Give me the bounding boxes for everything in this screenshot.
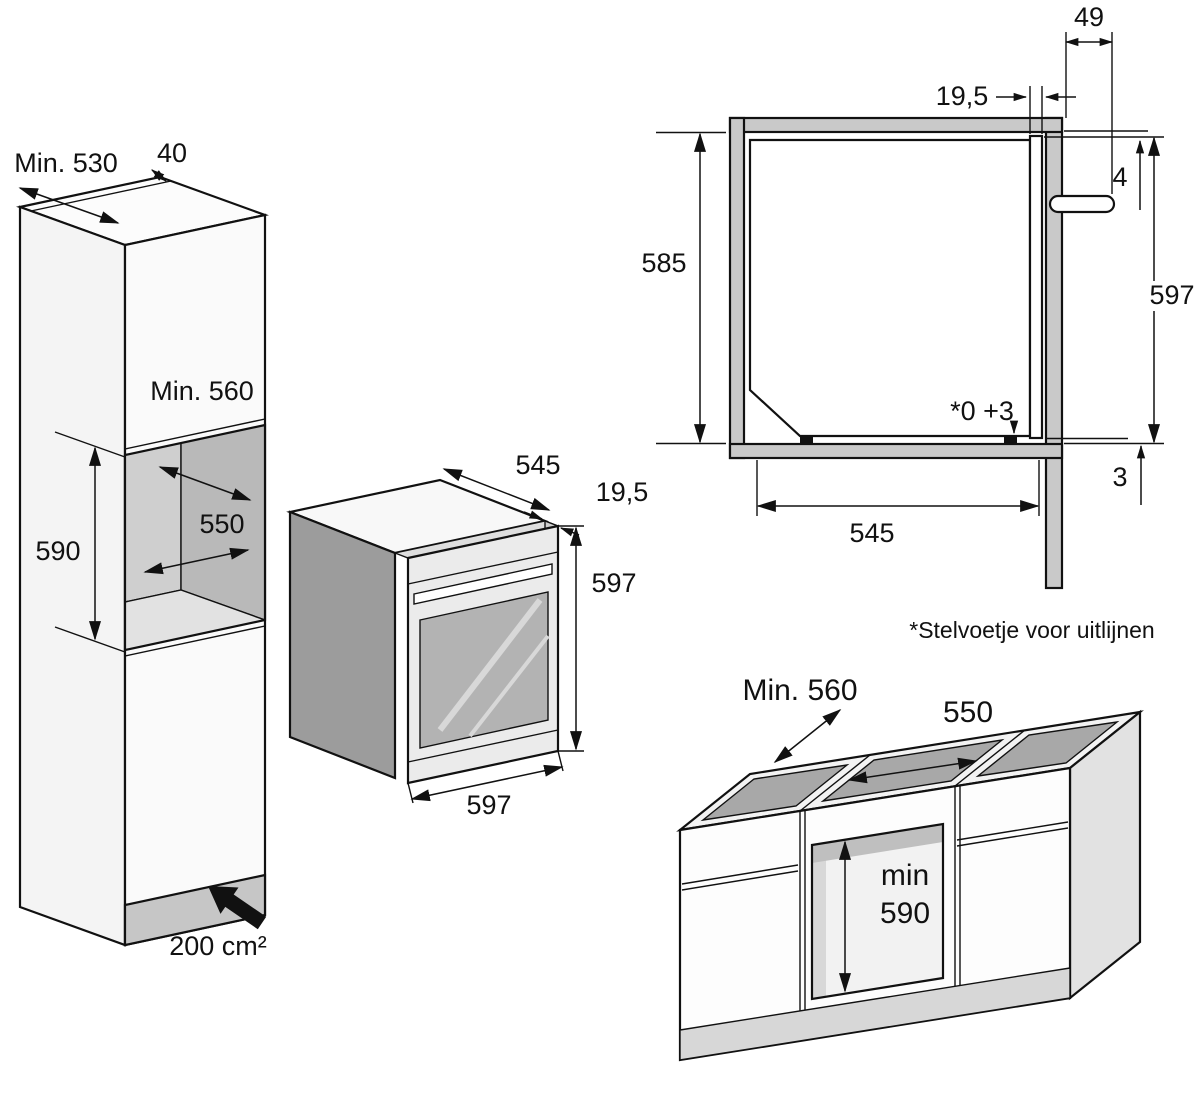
figure-niche-side-view: 49 19,5 4 585 597 3 *0 +3 5 (641, 2, 1200, 643)
figure-tall-cabinet: Min. 530 40 Min. 560 550 590 200 cm² (14, 138, 269, 961)
niche-bottom-panel (728, 442, 1064, 460)
oven-handle (413, 563, 553, 605)
figure-oven: 545 19,5 597 597 (286, 450, 649, 820)
vent-area-label: 200 cm² (169, 931, 267, 961)
figure-base-cabinet: Min. 560 550 min 590 (676, 674, 1144, 1062)
tall-cabinet-niche-opening (123, 423, 267, 652)
dim-frame-overhang-label: 19,5 (936, 81, 989, 111)
oven-front-frame (1028, 134, 1044, 440)
niche-front-panel (1044, 116, 1064, 590)
levelling-footnote: *Stelvoetje voor uitlijnen (909, 617, 1154, 643)
oven-foot-right (1004, 436, 1017, 444)
oven-profile (748, 138, 1032, 438)
dim-handle-distance-label: 49 (1074, 2, 1104, 32)
dim-base-niche-height-prefix: min (881, 859, 929, 892)
top-opening-left (700, 763, 850, 822)
dim-inner-depth-label: 545 (849, 518, 894, 548)
top-opening-right (975, 720, 1120, 778)
dim-levelling-label: *0 +3 (950, 396, 1014, 426)
dim-base-niche-depth-label: Min. 560 (742, 674, 857, 707)
ventilation-arrow-icon (208, 886, 267, 930)
dim-bottom-gap-label: 3 (1112, 462, 1127, 492)
dim-base-niche-width-label: 550 (943, 696, 993, 729)
dim-niche-depth-label: Min. 560 (150, 376, 254, 406)
dim-oven-depth-label: 545 (515, 450, 560, 480)
dim-cabinet-depth-label: Min. 530 (14, 148, 118, 178)
dim-oven-total-height-label: 597 (1149, 280, 1194, 310)
dim-niche-height-label: 590 (35, 536, 80, 566)
dim-inner-height-label: 585 (641, 248, 686, 278)
dim-base-niche-height-label: 590 (880, 897, 930, 930)
base-cabinet-oven-niche (810, 822, 945, 1001)
dim-oven-height-label: 597 (591, 568, 636, 598)
dim-oven-frame-label: 19,5 (596, 477, 649, 507)
base-cabinet-plinth (679, 967, 1071, 1061)
dim-rear-gap-label: 40 (157, 138, 187, 168)
dim-top-gap-label: 4 (1112, 162, 1127, 192)
oven-side-face (288, 510, 397, 780)
oven-handle-profile (1048, 194, 1116, 214)
niche-top-panel (728, 116, 1064, 134)
dim-niche-width-label: 550 (199, 509, 244, 539)
niche-back-panel (728, 116, 746, 460)
tall-cabinet-side-face (18, 205, 127, 947)
oven-foot-left (800, 436, 813, 444)
dim-oven-width-label: 597 (466, 790, 511, 820)
